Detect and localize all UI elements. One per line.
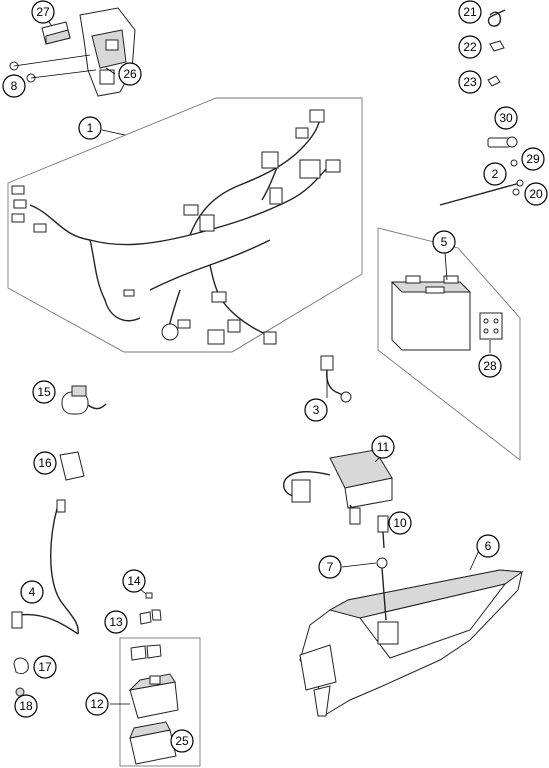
callout-label: 25: [175, 734, 189, 748]
callout-6: 6: [476, 534, 500, 558]
callout-label: 27: [36, 5, 50, 19]
callout-label: 18: [19, 699, 33, 713]
callout-label: 17: [38, 660, 52, 674]
small-parts-top-right: [439, 9, 524, 206]
callout-label: 7: [327, 560, 334, 574]
callout-label: 20: [529, 187, 543, 201]
callout-16: 16: [33, 451, 57, 475]
callout-18: 18: [14, 694, 38, 718]
callout-label: 28: [483, 359, 497, 373]
voltage-regulator: [283, 449, 393, 516]
callout-1: 1: [78, 116, 102, 140]
callout-label: 23: [463, 75, 477, 89]
main-wiring-harness: [7, 97, 363, 353]
callout-label: 15: [37, 385, 51, 399]
callout-5: 5: [432, 230, 456, 254]
callout-label: 14: [127, 574, 141, 588]
callout-10: 10: [388, 511, 412, 535]
callout-label: 4: [29, 585, 36, 599]
callout-13: 13: [104, 610, 128, 634]
ground-cable: [320, 355, 352, 403]
fuses: [139, 592, 162, 625]
callout-26: 26: [118, 62, 142, 86]
callout-label: 11: [377, 440, 390, 454]
callout-label: 13: [109, 615, 123, 629]
callout-label: 2: [492, 167, 499, 181]
callout-3: 3: [304, 398, 328, 422]
callout-8: 8: [2, 74, 26, 98]
callout-7: 7: [318, 555, 342, 579]
callout-29: 29: [521, 147, 545, 171]
electronics-tray: [299, 557, 524, 717]
callout-28: 28: [478, 354, 502, 378]
callout-label: 1: [87, 121, 94, 135]
battery-assembly: [377, 227, 521, 461]
connectors: [349, 507, 389, 549]
callout-25: 25: [170, 729, 194, 753]
callout-label: 5: [441, 235, 448, 249]
callout-4: 4: [20, 580, 44, 604]
callout-label: 6: [485, 539, 492, 553]
fuse-box-assembly: [119, 637, 201, 767]
callout-22: 22: [458, 35, 482, 59]
callout-30: 30: [494, 106, 518, 130]
callout-21: 21: [458, 0, 482, 24]
fuse-bracket-assembly: [9, 7, 136, 97]
callout-label: 3: [313, 403, 320, 417]
pad-and-nut: [13, 657, 29, 697]
callout-label: 12: [90, 697, 104, 711]
callout-17: 17: [33, 655, 57, 679]
callout-2: 2: [483, 162, 507, 186]
callout-12: 12: [85, 692, 109, 716]
callout-23: 23: [458, 70, 482, 94]
callout-label: 29: [526, 152, 540, 166]
callout-11: 11: [371, 435, 395, 459]
callout-label: 21: [463, 5, 477, 19]
callout-label: 16: [38, 456, 52, 470]
callout-label: 30: [499, 111, 513, 125]
callout-14: 14: [122, 569, 146, 593]
callout-15: 15: [32, 380, 56, 404]
callout-27: 27: [31, 0, 55, 24]
starter-relay: [61, 385, 107, 415]
callout-label: 8: [11, 79, 18, 93]
callout-label: 10: [393, 516, 407, 530]
callout-label: 22: [463, 40, 477, 54]
cable-and-cover: [11, 451, 85, 635]
callout-label: 26: [123, 67, 137, 81]
callout-20: 20: [524, 182, 548, 206]
